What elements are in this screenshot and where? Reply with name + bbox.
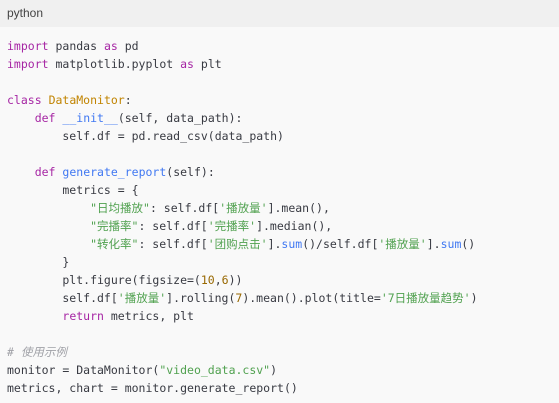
code-token-plain xyxy=(7,111,35,125)
code-token-plain xyxy=(7,237,90,251)
code-token-comment: # 使用示例 xyxy=(7,345,67,359)
code-token-plain xyxy=(7,201,90,215)
code-token-string: "完播率" xyxy=(90,219,139,233)
code-token-number: 10 xyxy=(200,273,215,287)
code-token-string: '完播率' xyxy=(207,219,257,233)
code-token-function: generate_report xyxy=(62,165,167,179)
code-token-plain: ].mean(), xyxy=(267,201,330,215)
code-token-keyword: import xyxy=(7,39,49,53)
code-token-function: sum xyxy=(440,237,462,251)
code-line: monitor = DataMonitor("video_data.csv") xyxy=(7,361,559,379)
code-token-plain: plt.figure(figsize=( xyxy=(7,273,201,287)
code-token-plain xyxy=(7,165,35,179)
code-token-plain: metrics = { xyxy=(7,183,139,197)
code-token-plain: ) xyxy=(470,291,478,305)
code-token-plain: (self, data_path): xyxy=(117,111,243,125)
code-token-plain: : self.df[ xyxy=(138,237,208,251)
code-token-plain: () xyxy=(461,237,476,251)
code-token-function: __init__ xyxy=(62,111,118,125)
code-line: "转化率": self.df['团购点击'].sum()/self.df['播放… xyxy=(7,235,559,253)
code-line: class DataMonitor: xyxy=(7,91,559,109)
code-line: # 使用示例 xyxy=(7,343,559,361)
code-token-string: '团购点击' xyxy=(207,237,268,251)
code-line: import matplotlib.pyplot as plt xyxy=(7,55,559,73)
code-line: metrics, chart = monitor.generate_report… xyxy=(7,379,559,397)
code-token-number: 7 xyxy=(235,291,243,305)
code-token-plain: ]. xyxy=(426,237,441,251)
code-token-plain: metrics, plt xyxy=(103,309,194,323)
code-line: } xyxy=(7,253,559,271)
code-token-keyword: as xyxy=(103,39,118,53)
code-token-keyword: return xyxy=(62,309,104,323)
code-line: ​ xyxy=(7,145,559,163)
code-token-string: '播放量' xyxy=(219,201,268,215)
code-token-string: "日均播放" xyxy=(90,201,150,215)
code-token-string: "video_data.csv" xyxy=(159,363,271,377)
code-token-plain: : xyxy=(124,93,132,107)
code-token-plain xyxy=(42,93,49,107)
code-token-plain: ).mean().plot(title= xyxy=(242,291,381,305)
code-token-string: '播放量' xyxy=(117,291,167,305)
code-token-string: '播放量' xyxy=(378,237,427,251)
code-token-plain: ].rolling( xyxy=(166,291,236,305)
code-token-plain: pd xyxy=(117,39,139,53)
code-token-plain: } xyxy=(7,255,70,269)
code-token-keyword: class xyxy=(7,93,42,107)
code-token-plain: ()/self.df[ xyxy=(302,237,379,251)
code-token-plain: )) xyxy=(228,273,243,287)
code-line: metrics = { xyxy=(7,181,559,199)
code-line: "日均播放": self.df['播放量'].mean(), xyxy=(7,199,559,217)
code-language-label: python xyxy=(0,0,559,27)
code-token-plain: ) xyxy=(270,363,278,377)
code-token-plain: : self.df[ xyxy=(138,219,208,233)
code-line: ​ xyxy=(7,325,559,343)
code-token-function: sum xyxy=(281,237,303,251)
code-line: return metrics, plt xyxy=(7,307,559,325)
code-token-keyword: as xyxy=(180,57,194,71)
code-token-class: DataMonitor xyxy=(48,93,125,107)
code-token-plain: matplotlib.pyplot xyxy=(48,57,181,71)
code-token-plain: ]. xyxy=(267,237,282,251)
code-token-plain: self.df[ xyxy=(7,291,118,305)
code-line: self.df['播放量'].rolling(7).mean().plot(ti… xyxy=(7,289,559,307)
code-token-plain xyxy=(7,219,90,233)
code-line: def __init__(self, data_path): xyxy=(7,109,559,127)
code-token-keyword: import xyxy=(7,57,49,71)
code-token-keyword: def xyxy=(34,111,56,125)
code-line: def generate_report(self): xyxy=(7,163,559,181)
code-line: ​ xyxy=(7,73,559,91)
code-token-plain: pandas xyxy=(48,39,104,53)
code-token-string: "转化率" xyxy=(90,237,139,251)
code-line: self.df = pd.read_csv(data_path) xyxy=(7,127,559,145)
code-token-plain xyxy=(7,309,62,323)
code-token-plain: : self.df[ xyxy=(149,201,220,215)
code-token-plain: self.df = pd.read_csv(data_path) xyxy=(7,129,284,143)
code-token-plain: ].median(), xyxy=(256,219,333,233)
code-token-plain: , xyxy=(214,273,222,287)
code-line: import pandas as pd xyxy=(7,37,559,55)
code-token-plain: plt xyxy=(193,57,222,71)
code-token-plain: (self): xyxy=(166,165,215,179)
code-line: "完播率": self.df['完播率'].median(), xyxy=(7,217,559,235)
code-token-number: 6 xyxy=(221,273,229,287)
code-token-plain: metrics, chart = monitor.generate_report… xyxy=(7,381,298,395)
code-token-keyword: def xyxy=(34,165,56,179)
code-line: plt.figure(figsize=(10,6)) xyxy=(7,271,559,289)
code-token-plain: monitor = DataMonitor( xyxy=(7,363,160,377)
code-token-string: '7日播放量趋势' xyxy=(380,291,471,305)
